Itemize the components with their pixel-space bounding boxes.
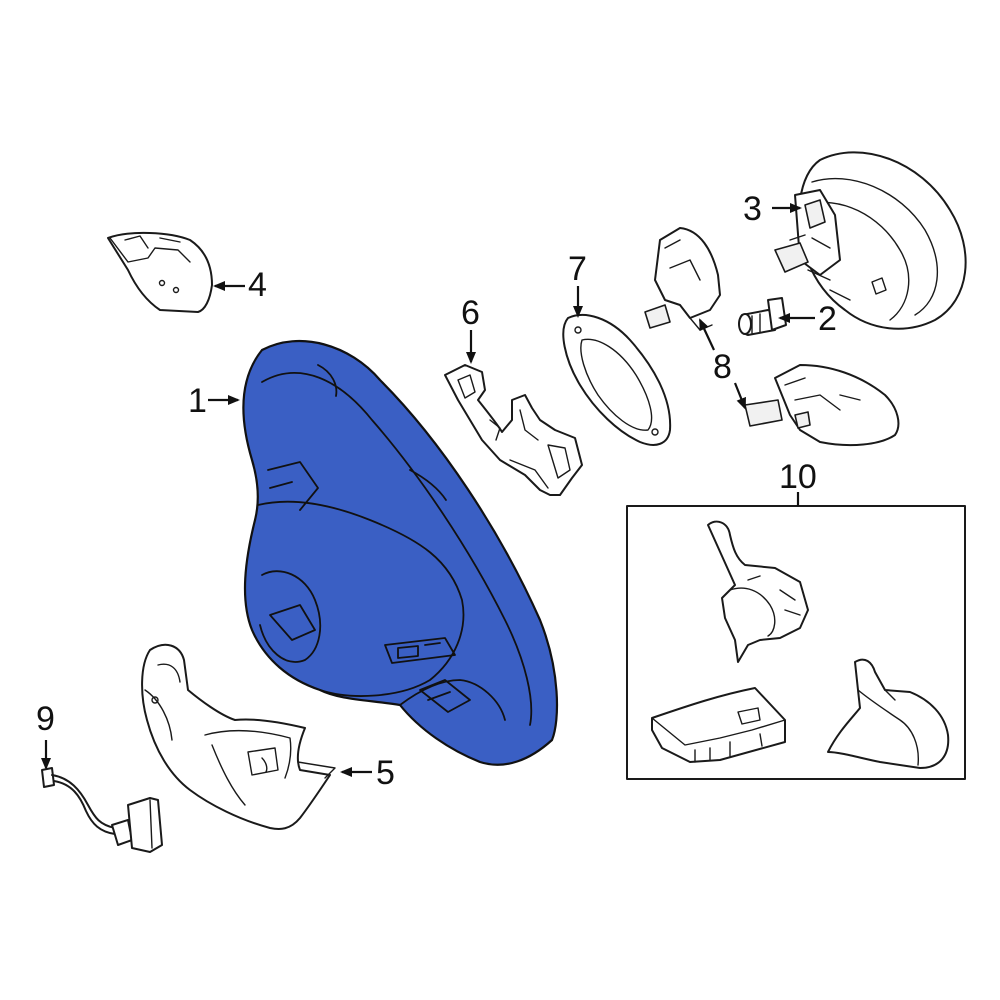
callout-label-8: 8 <box>713 348 732 386</box>
switch-lower-part-8[interactable] <box>744 364 900 447</box>
lower-cover-part-5[interactable] <box>141 643 336 830</box>
wheel-mount-bracket <box>269 604 316 641</box>
mounting-plate-part-7[interactable] <box>562 314 672 446</box>
wheel-rim-inner-edge <box>261 372 533 726</box>
wire-harness-part-9[interactable] <box>41 767 163 853</box>
wheel-rim-groove-right <box>409 469 447 501</box>
airbag-module-part-3[interactable] <box>774 151 967 330</box>
callout-label-7: 7 <box>568 250 587 288</box>
callout-label-1: 1 <box>188 382 207 420</box>
steering-wheel-part-1[interactable] <box>242 340 559 766</box>
wheel-hub-lower-spoke <box>399 679 506 721</box>
wheel-switch-bezel <box>384 637 456 664</box>
bracket-part-6[interactable] <box>444 364 583 496</box>
component-set-part-10[interactable] <box>626 505 966 780</box>
callout-label-3: 3 <box>743 190 762 228</box>
callout-arrows <box>41 203 815 777</box>
callout-arrow-8a <box>699 318 715 351</box>
wheel-left-spoke-detail <box>267 461 319 511</box>
callout-label-10: 10 <box>779 458 817 496</box>
callout-label-6: 6 <box>461 294 480 332</box>
wheel-rim-groove-upper <box>317 364 338 397</box>
callout-arrow-8b <box>733 382 747 410</box>
callout-label-4: 4 <box>248 266 267 304</box>
component-set-box <box>626 505 966 780</box>
switch-upper-part-8[interactable] <box>644 227 721 331</box>
callout-label-5: 5 <box>376 754 395 792</box>
wheel-lower-mount <box>419 679 471 713</box>
callout-label-9: 9 <box>36 700 55 738</box>
switch-cover-part-4[interactable] <box>107 231 213 313</box>
bolt-part-2[interactable] <box>738 297 787 336</box>
steering-wheel-rim <box>242 340 559 766</box>
callout-labels: 1 2 3 4 5 6 7 8 9 10 <box>36 190 837 792</box>
wheel-airbag-opening <box>259 570 322 663</box>
callout-label-2: 2 <box>818 300 837 338</box>
wheel-hub-outline <box>257 500 465 697</box>
